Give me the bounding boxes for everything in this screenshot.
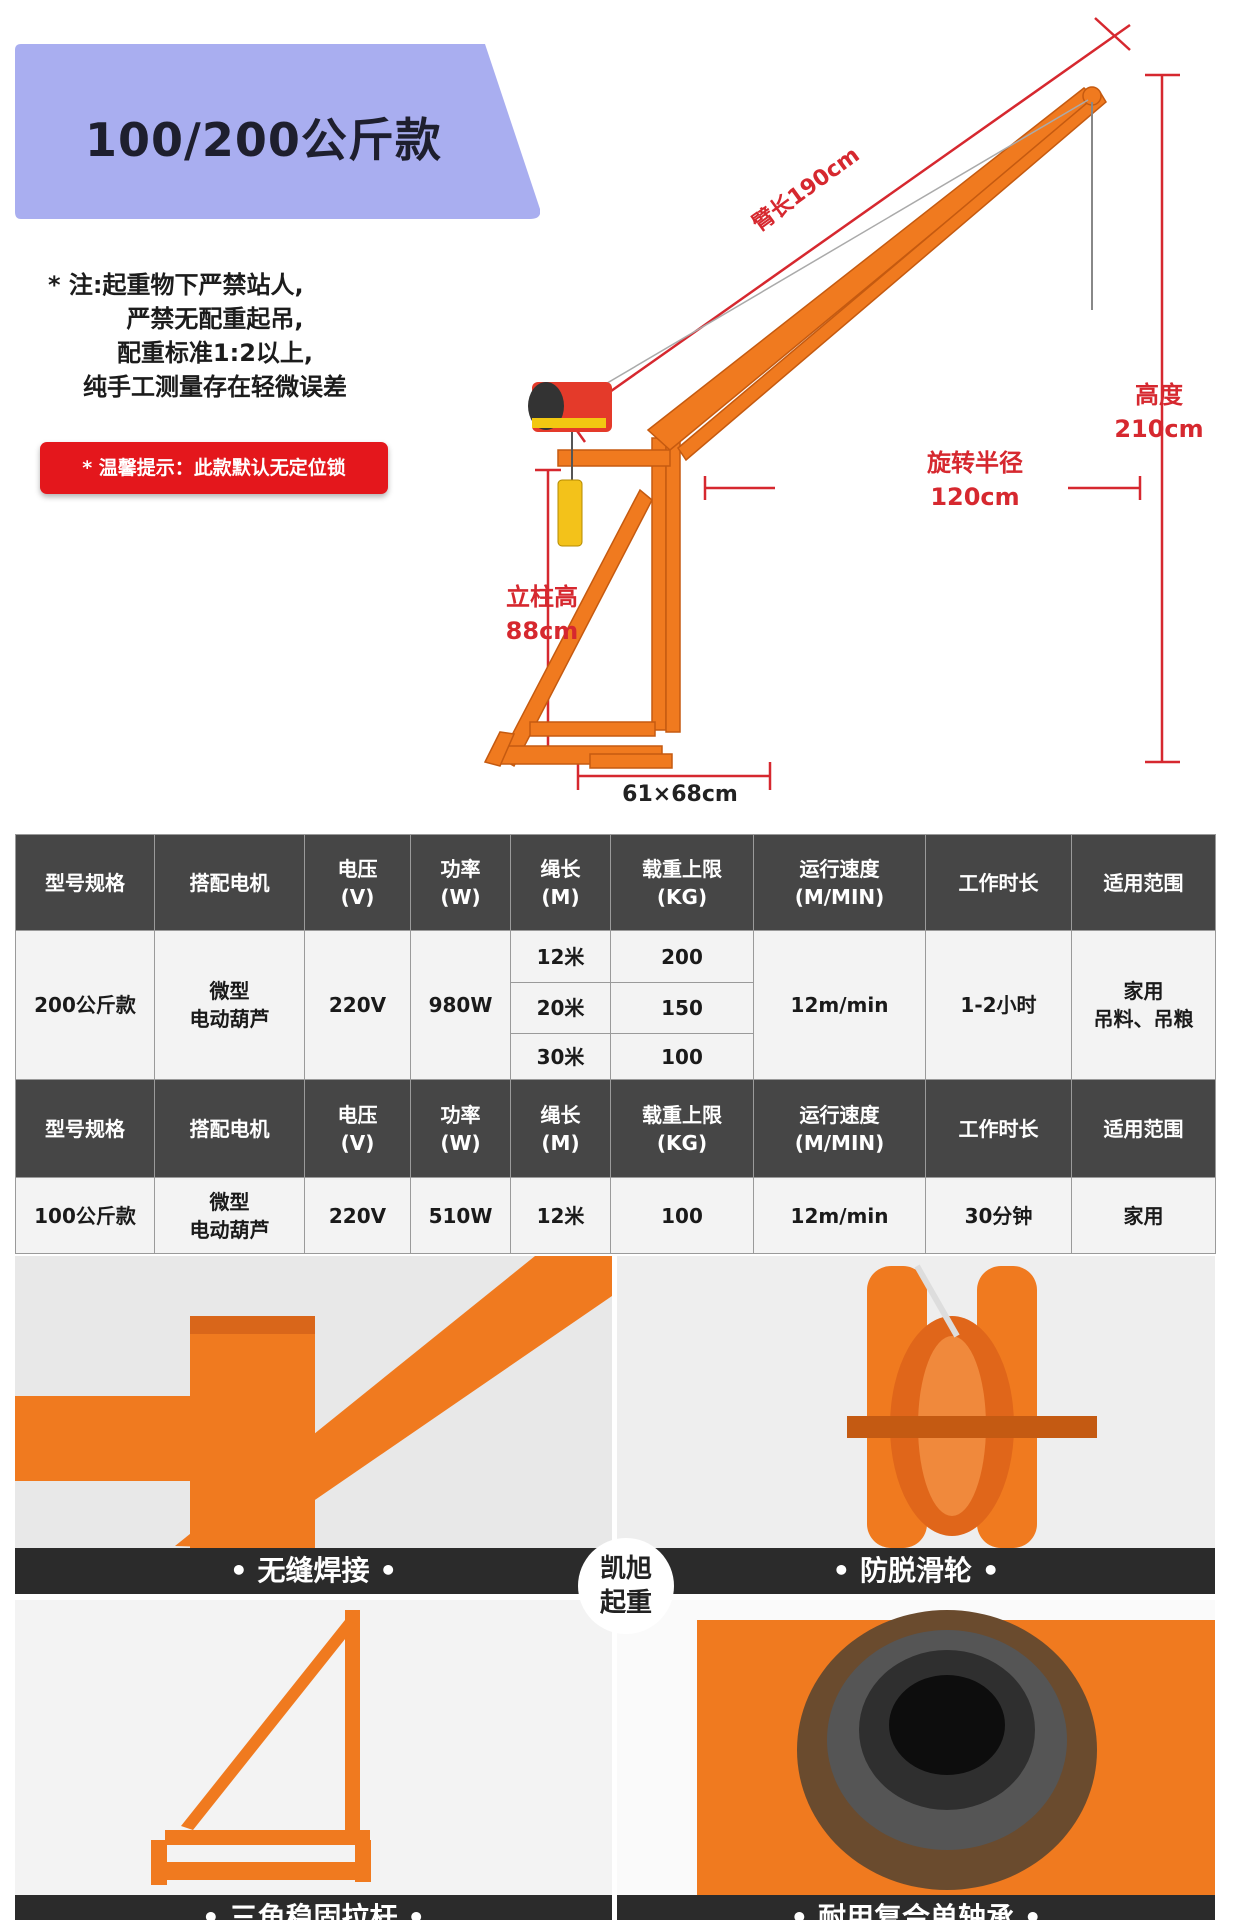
model-cell: 200公斤款 [15,930,155,1080]
voltage-cell: 220V [304,930,411,1080]
column-value: 88cm [505,617,579,645]
rope-cell: 12米 [510,1177,611,1254]
dimension-lines [535,17,1180,790]
usage-cell: 家用吊料、吊粮 [1071,930,1216,1080]
speed-cell: 12m/min [753,930,926,1080]
col-header: 运行速度(M/MIN) [753,1079,926,1178]
col-header: 运行速度(M/MIN) [753,834,926,931]
rope-cell: 20米 [510,982,611,1034]
height-title: 高度 [1135,381,1183,409]
work-time-cell: 1-2小时 [925,930,1072,1080]
table-header-row: 型号规格 搭配电机 电压(V) 功率(W) 绳长(M) 载重上限(KG) 运行速… [15,834,1216,931]
spec-table: 型号规格 搭配电机 电压(V) 功率(W) 绳长(M) 载重上限(KG) 运行速… [15,834,1216,1254]
bearing-caption: • 耐用复合单轴承 • [617,1895,1215,1920]
base-size-label: 61×68cm [622,782,738,807]
voltage-cell: 220V [304,1177,411,1254]
model-cell: 100公斤款 [15,1177,155,1254]
col-header: 搭配电机 [154,834,305,931]
load-cell: 150 [610,982,754,1034]
power-cell: 510W [410,1177,511,1254]
table-row: 30米 100 [16,1033,1216,1080]
rope-cell: 30米 [510,1033,611,1080]
triangle-photo [15,1600,612,1895]
col-header: 绳长(M) [510,834,611,931]
col-header: 工作时长 [925,834,1072,931]
col-header: 适用范围 [1071,1079,1216,1178]
motor-cell: 微型电动葫芦 [154,930,305,1080]
brand-line: 起重 [599,1588,652,1618]
radius-value: 120cm [930,483,1020,511]
load-cell: 100 [610,1177,754,1254]
column-height-label: 立柱高 88cm [492,580,592,648]
table-row: 20米 150 [16,982,1216,1034]
page-title: 100/200公斤款 [85,113,442,167]
note-line: 配重标准1:2以上, [116,339,314,367]
work-time-cell: 30分钟 [925,1177,1072,1254]
remote-pendant [557,479,583,547]
col-header: 功率(W) [410,834,511,931]
height-label: 高度 210cm [1114,378,1204,446]
note-line: 严禁无配重起吊, [126,305,304,333]
column-title: 立柱高 [506,583,578,611]
table-row: 100公斤款 微型电动葫芦 220V 510W 12米 100 12m/min … [15,1177,1216,1254]
col-header: 工作时长 [925,1079,1072,1178]
pulley-photo [617,1256,1215,1548]
arm-length-label: 臂长190cm [747,142,864,237]
speed-cell: 12m/min [753,1177,926,1254]
warm-tip-badge: * 温馨提示：此款默认无定位锁 [40,442,388,494]
weld-caption: • 无缝焊接 • [15,1548,612,1594]
col-header: 电压(V) [304,834,411,931]
power-cell: 980W [410,930,511,1080]
rope-cell: 12米 [510,930,611,983]
col-header: 功率(W) [410,1079,511,1178]
crane-diagram: 臂长190cm [483,17,1180,790]
height-value: 210cm [1114,415,1204,443]
crane-frame [483,86,1107,769]
load-cell: 100 [610,1033,754,1080]
table-row: 200公斤款 微型电动葫芦 220V 980W 12米 200 12m/min … [15,930,1216,1080]
brand-line: 凯旭 [599,1554,652,1584]
col-header: 载重上限(KG) [610,1079,754,1178]
table-header-row: 型号规格 搭配电机 电压(V) 功率(W) 绳长(M) 载重上限(KG) 运行速… [15,1079,1216,1178]
col-header: 载重上限(KG) [610,834,754,931]
col-header: 型号规格 [15,1079,155,1178]
bearing-photo [617,1600,1215,1895]
col-header: 适用范围 [1071,834,1216,931]
col-header: 绳长(M) [510,1079,611,1178]
pulley-caption: • 防脱滑轮 • [617,1548,1215,1594]
triangle-caption: • 三角稳固拉杆 • [15,1895,612,1920]
weld-photo [15,1256,612,1548]
motor-cell: 微型电动葫芦 [154,1177,305,1254]
note-line: * 注:起重物下严禁站人, [48,271,304,299]
load-cell: 200 [610,930,754,983]
radius-title: 旋转半径 [927,449,1023,477]
col-header: 搭配电机 [154,1079,305,1178]
note-line: 纯手工测量存在轻微误差 [83,373,347,401]
col-header: 电压(V) [304,1079,411,1178]
usage-cell: 家用 [1071,1177,1216,1254]
electric-hoist [528,382,612,432]
brand-badge: 凯旭 起重 [578,1538,674,1634]
radius-label: 旋转半径 120cm [905,446,1045,514]
safety-note: * 注:起重物下严禁站人, 严禁无配重起吊, 配重标准1:2以上, 纯手工测量存… [40,268,390,404]
title-banner [15,44,540,219]
col-header: 型号规格 [15,834,155,931]
